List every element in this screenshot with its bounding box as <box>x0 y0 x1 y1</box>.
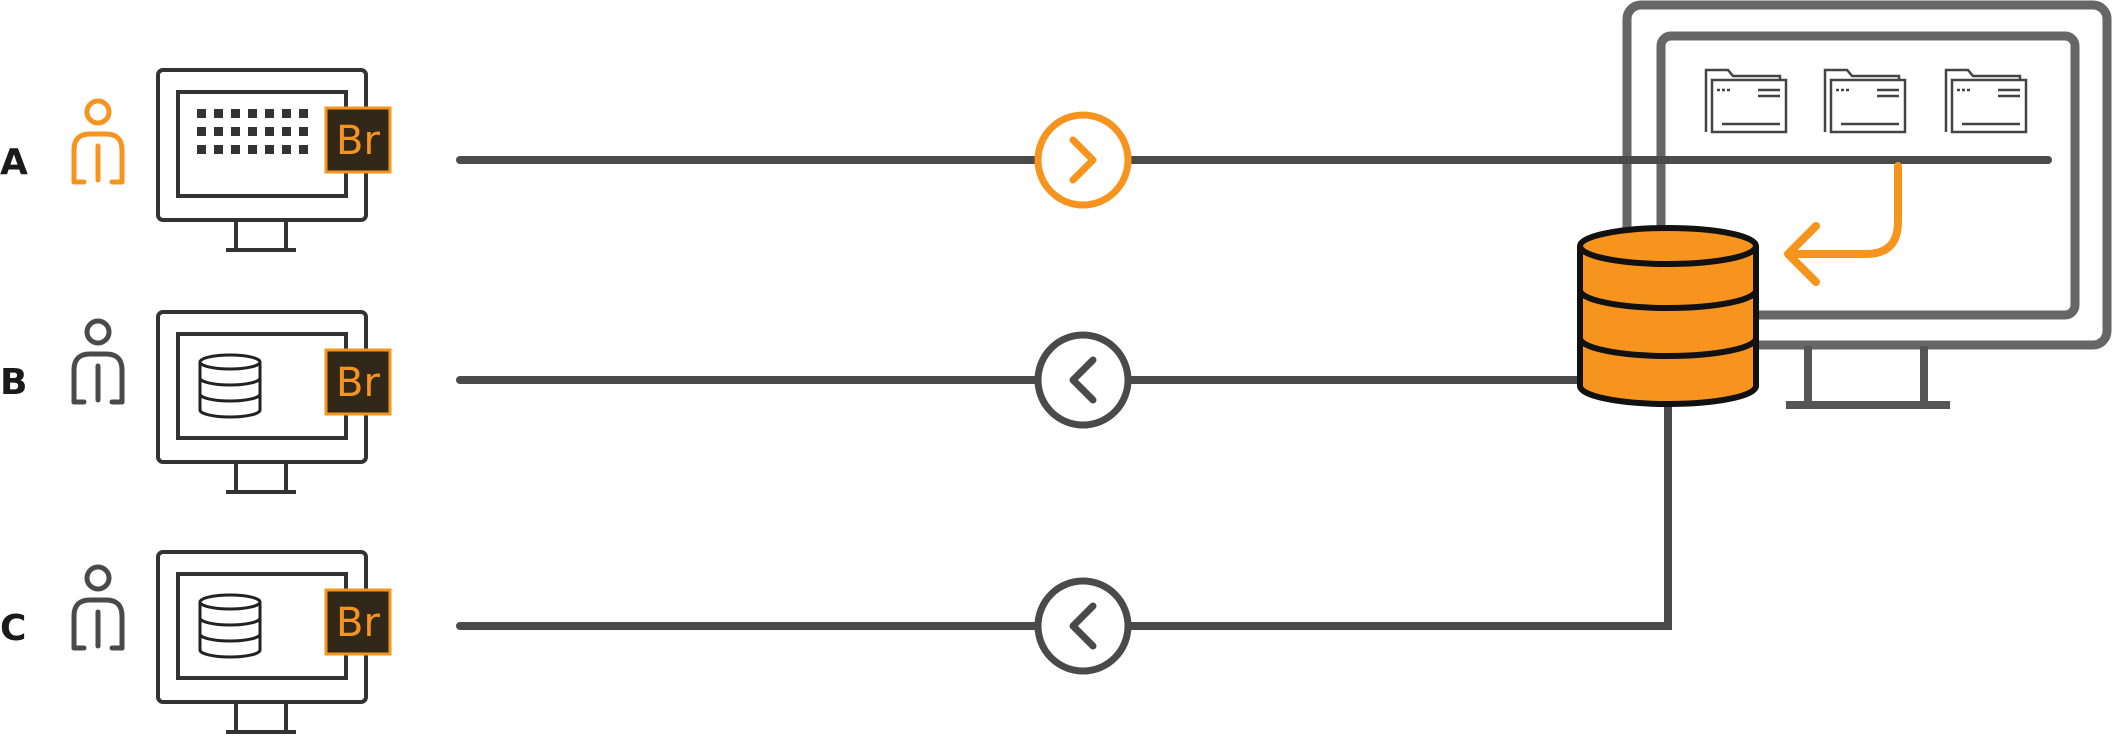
thumbnail-grid-icon <box>197 109 308 154</box>
folder-icon <box>1704 68 1788 134</box>
sync-right-icon <box>1034 111 1132 209</box>
server-monitor-icon <box>1622 0 2112 409</box>
row-c: C Br <box>0 550 1132 734</box>
local-database-icon <box>198 353 262 419</box>
shared-database-icon <box>1577 225 1759 407</box>
folder-icon <box>1823 68 1907 134</box>
row-label: A <box>0 142 28 183</box>
bridge-badge-icon: Br <box>324 348 392 416</box>
local-database-icon <box>198 593 262 659</box>
row-label: B <box>0 362 27 403</box>
bridge-badge-label: Br <box>336 360 380 406</box>
folder-icon <box>1944 68 2028 134</box>
return-arrow-icon <box>1784 162 1902 286</box>
row-label: C <box>0 608 26 649</box>
row-b: B Br <box>0 310 1132 494</box>
bridge-badge-icon: Br <box>324 106 392 174</box>
sync-left-icon <box>1034 577 1132 675</box>
row-a: A Br <box>0 68 1132 252</box>
bridge-badge-label: Br <box>336 600 380 646</box>
bridge-badge-icon: Br <box>324 588 392 656</box>
user-icon <box>71 564 125 651</box>
user-icon <box>71 98 125 185</box>
user-icon <box>71 318 125 405</box>
sync-left-icon <box>1034 331 1132 429</box>
bridge-badge-label: Br <box>336 118 380 164</box>
